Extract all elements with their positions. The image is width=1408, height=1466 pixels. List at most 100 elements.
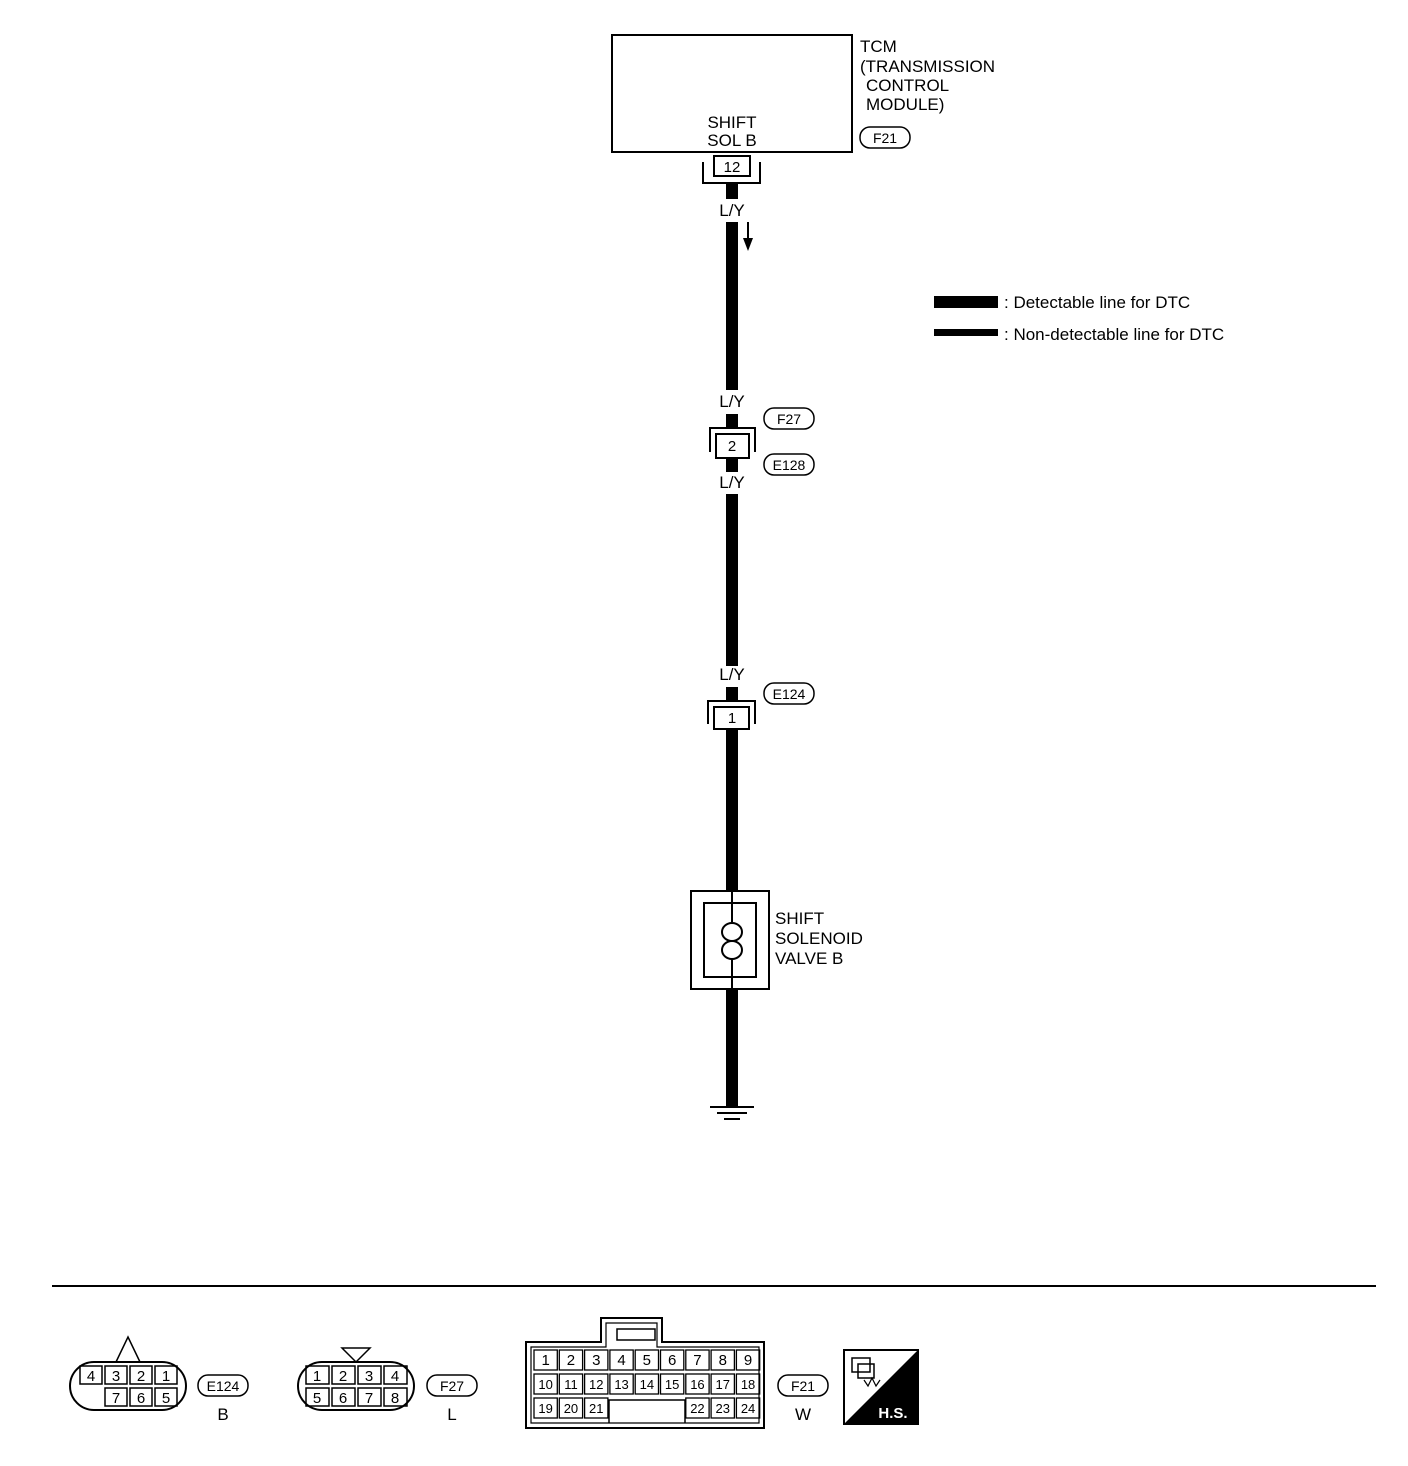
f27-connector-badge: [763, 407, 815, 430]
f21-pin-cell: [634, 1373, 660, 1395]
f21-pin-7: 7: [693, 1352, 701, 1369]
connector-view-f27: 1 2 3 4 5 6 7 8 F27 L: [297, 1347, 478, 1424]
e124-pin-4: 4: [87, 1368, 95, 1385]
f21-pin-cell: [685, 1349, 710, 1371]
f21-pin-19: 19: [538, 1401, 552, 1416]
ground-icon: [710, 1106, 754, 1120]
e128-connector-code: E128: [773, 457, 806, 473]
f21-pin-10: 10: [538, 1377, 552, 1392]
current-direction-arrow: [743, 222, 753, 251]
e124-view-color: B: [217, 1405, 228, 1424]
e124-pin-7: 7: [112, 1390, 120, 1407]
f21-pin-cell: [558, 1349, 584, 1371]
f21-pin-21: 21: [589, 1401, 603, 1416]
e124-connector-code: E124: [773, 686, 806, 702]
f21-pin-cell: [659, 1349, 685, 1371]
f27-view-color: L: [447, 1405, 456, 1424]
f21-pin-cell: [710, 1397, 736, 1419]
hs-badge: H.S.: [843, 1349, 919, 1425]
detectable-line-sample: [934, 296, 998, 308]
f21-pin-cell: [735, 1349, 761, 1371]
f21-pin-13: 13: [614, 1377, 628, 1392]
f21-connector-code: F21: [873, 130, 897, 146]
f27-pin-4: 4: [391, 1368, 399, 1385]
f21-pin-cell: [735, 1373, 761, 1395]
f21-pin-6: 6: [668, 1352, 676, 1369]
f21-pin-24: 24: [741, 1401, 755, 1416]
f21-pin-14: 14: [640, 1377, 654, 1392]
connector-e124: 1 E124: [707, 682, 815, 730]
f21-pin-15: 15: [665, 1377, 679, 1392]
connector-f27-e128: 2 F27 E128: [709, 407, 815, 476]
f21-connector-badge: [859, 126, 911, 149]
e124-lock-tab-icon: [115, 1335, 141, 1363]
f21-pin-16: 16: [690, 1377, 704, 1392]
wire-color-label-4: L/Y: [719, 665, 745, 684]
f21-pin-1: 1: [541, 1352, 549, 1369]
f21-pin-cell: [710, 1349, 736, 1371]
connector-e124-pin: 1: [728, 710, 736, 727]
tcm-terminal-name-2: SOL B: [707, 131, 756, 150]
non-detectable-line-sample: [934, 329, 998, 336]
f21-view-code: F21: [791, 1378, 815, 1394]
f21-pin-cell: [558, 1373, 584, 1395]
connector-view-e124: 4 3 2 1 7 6 5 E124 B: [69, 1335, 249, 1424]
f21-pin-cell: [558, 1397, 584, 1419]
f21-pin-cell: [609, 1349, 634, 1371]
f27-pin-7: 7: [365, 1390, 373, 1407]
f21-pin-cell: [533, 1397, 558, 1419]
f21-pin-cell: [583, 1373, 609, 1395]
f27-lock-tab-icon: [340, 1347, 372, 1364]
e124-connector-badge: [763, 682, 815, 705]
f21-pin-cell: [685, 1373, 710, 1395]
f21-pin-4: 4: [617, 1352, 625, 1369]
hs-badge-label: H.S.: [878, 1405, 907, 1422]
f27-pin-1: 1: [313, 1368, 321, 1385]
f21-pin-cell: [533, 1349, 558, 1371]
legend: : Detectable line for DTC : Non-detectab…: [934, 293, 1224, 344]
f21-pin-3: 3: [592, 1352, 600, 1369]
f21-pin-18: 18: [741, 1377, 755, 1392]
f21-pin-11: 11: [564, 1377, 578, 1392]
solenoid-coil-icon: [721, 891, 743, 989]
wire-color-label-1: L/Y: [719, 201, 745, 220]
harness-connector-icon: [851, 1357, 881, 1388]
f27-pin-5: 5: [313, 1390, 321, 1407]
tcm-subtitle-line-1: (TRANSMISSION: [860, 57, 995, 76]
f27-view-code: F27: [440, 1378, 464, 1394]
tcm-module: TCM (TRANSMISSION CONTROL MODULE) SHIFT …: [611, 34, 995, 153]
f21-pin-8: 8: [719, 1352, 727, 1369]
f21-lock-slot-icon: [616, 1328, 656, 1341]
f27-pin-8: 8: [391, 1390, 399, 1407]
f21-pin-17: 17: [716, 1377, 730, 1392]
f21-pin-9: 9: [744, 1352, 752, 1369]
f27-connector-code: F27: [777, 411, 801, 427]
f21-pin-cell: [685, 1397, 710, 1419]
f21-view-color: W: [795, 1405, 811, 1424]
f27-pin-2: 2: [339, 1368, 347, 1385]
f21-pin-23: 23: [716, 1401, 730, 1416]
solenoid-label-line-2: SOLENOID: [775, 929, 863, 948]
f21-pin-cell: [583, 1397, 609, 1419]
wire-color-label-2: L/Y: [719, 392, 745, 411]
tcm-terminal-pin: 12: [724, 159, 741, 176]
f21-pin-22: 22: [690, 1401, 704, 1416]
wire-color-label-3: L/Y: [719, 473, 745, 492]
solenoid-label-line-3: VALVE B: [775, 949, 843, 968]
f21-pin-cell: [583, 1349, 609, 1371]
tcm-terminal-name-1: SHIFT: [707, 113, 756, 132]
f21-pin-cell: [609, 1373, 634, 1395]
e124-view-code: E124: [207, 1378, 240, 1394]
e124-pin-1: 1: [162, 1368, 170, 1385]
f21-pin-2: 2: [567, 1352, 575, 1369]
f21-pin-cell: [659, 1373, 685, 1395]
f21-pin-5: 5: [643, 1352, 651, 1369]
e124-pin-2: 2: [137, 1368, 145, 1385]
harness-wire: [726, 183, 738, 1106]
f21-key-notch: [608, 1399, 686, 1423]
f27-pin-6: 6: [339, 1390, 347, 1407]
tcm-terminal-12: 12: [702, 155, 761, 184]
